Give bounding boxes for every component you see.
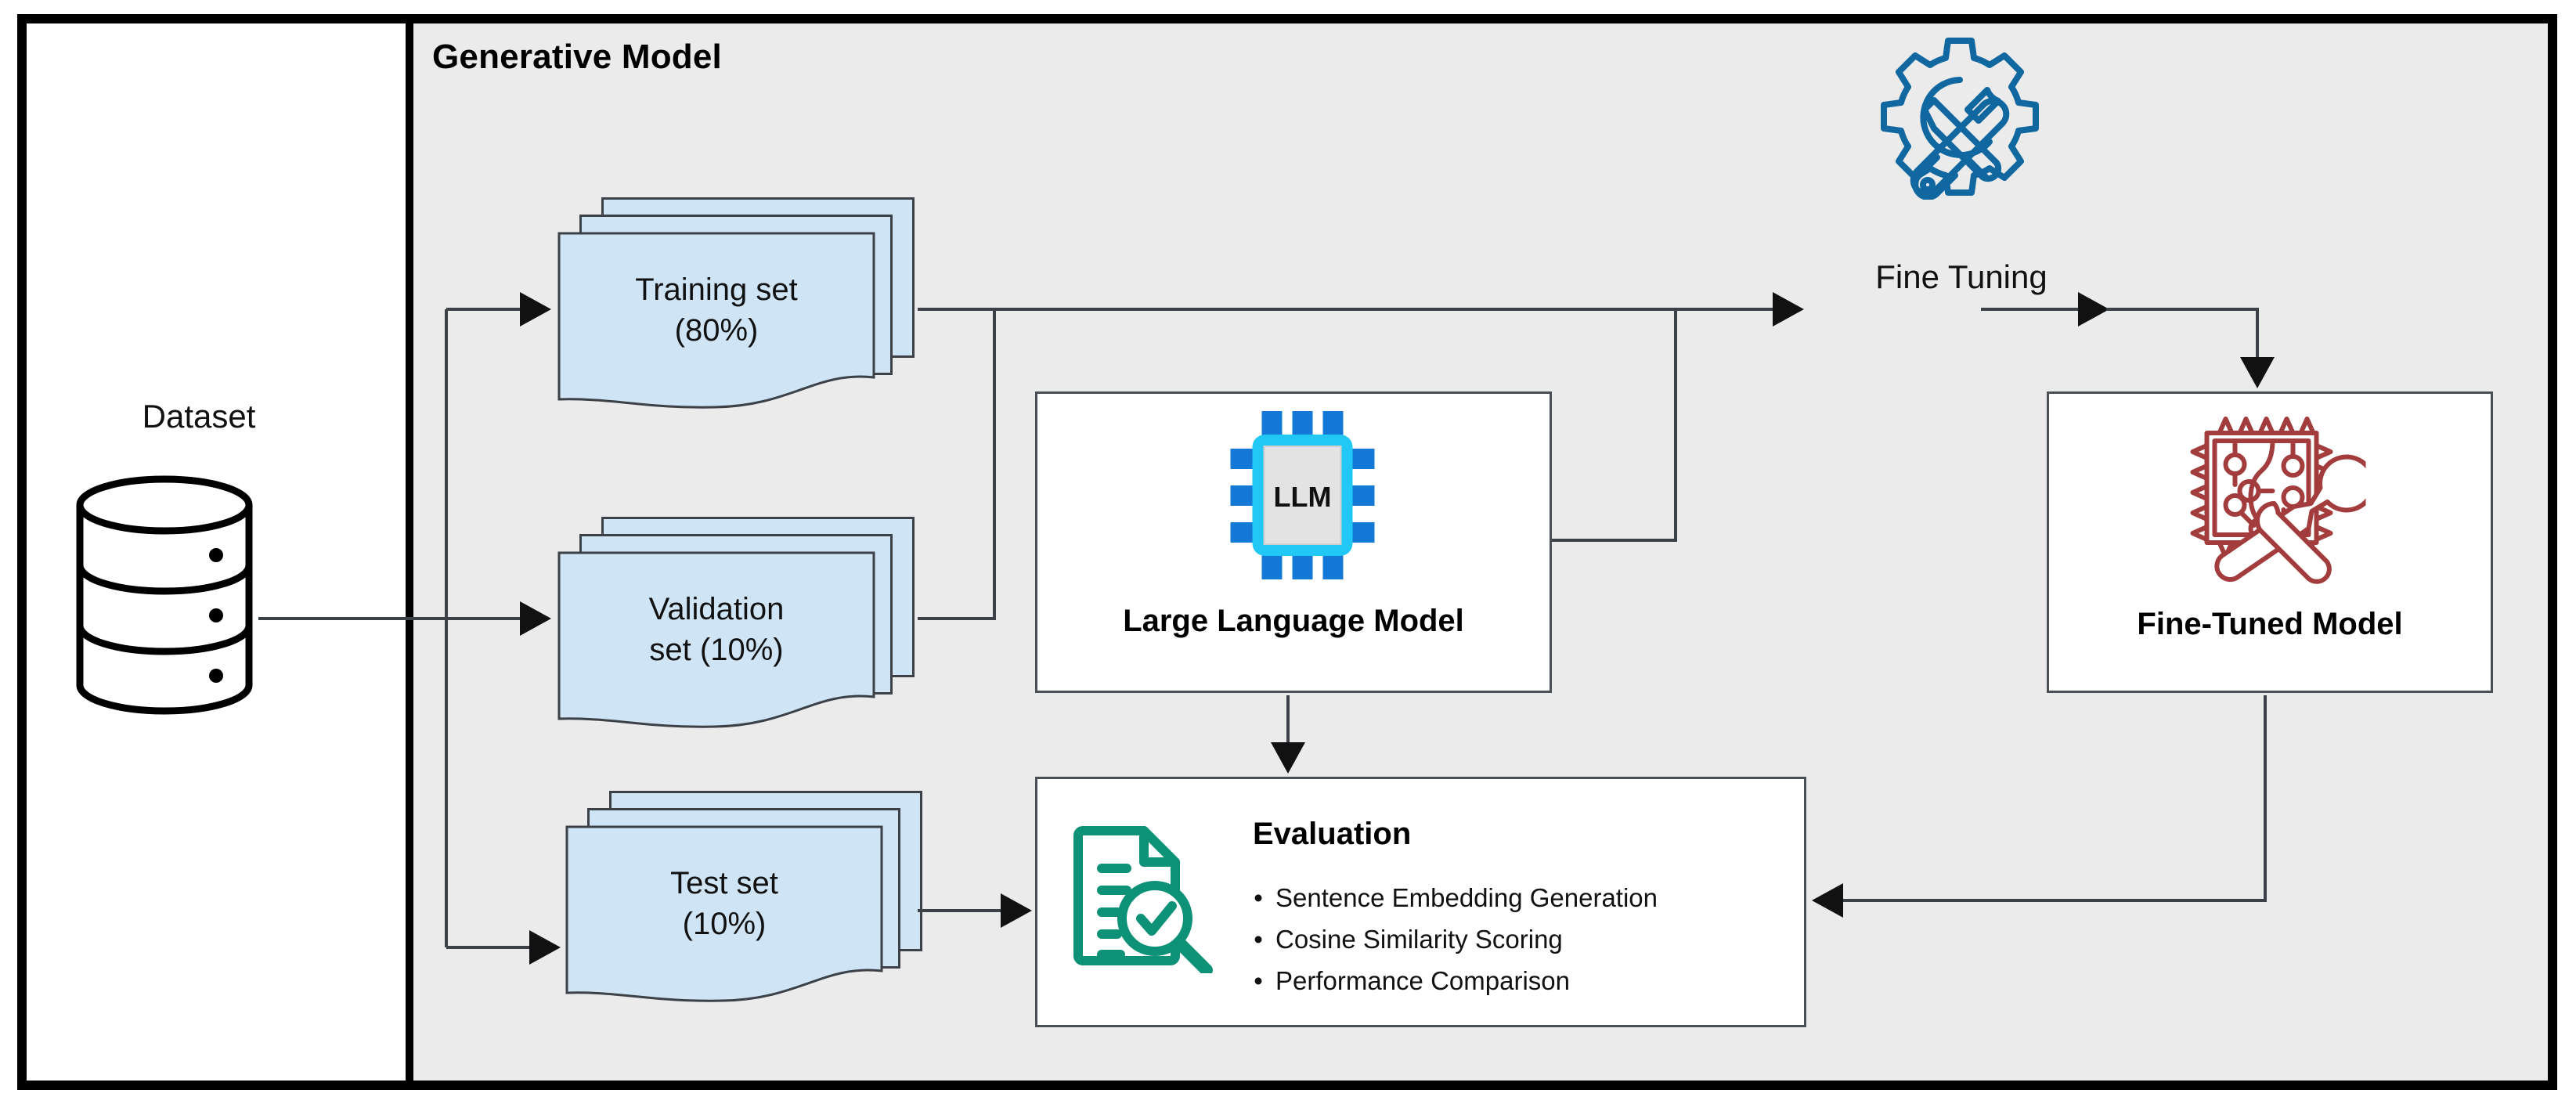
evaluation-bullet-1: Cosine Similarity Scoring — [1275, 924, 1563, 954]
svg-text:LLM: LLM — [1274, 481, 1332, 513]
generative-model-title: Generative Model — [432, 38, 722, 76]
evaluation-bullet-0: Sentence Embedding Generation — [1275, 883, 1658, 912]
cpu-chip-icon: LLM — [1206, 411, 1382, 583]
test-set-line2: (10%) — [682, 907, 767, 941]
gear-wrench-screwdriver-icon — [1873, 31, 2053, 204]
validation-set-text: Validation set (10%) — [557, 551, 875, 708]
stack-sheet-front — [557, 551, 875, 728]
list-item: • Performance Comparison — [1241, 961, 1658, 1002]
fine-tuned-model-caption: Fine-Tuned Model — [2137, 607, 2403, 641]
bullet-icon: • — [1254, 924, 1263, 954]
validation-set-line1: Validation — [648, 592, 785, 626]
validation-set-stack[interactable]: Validation set (10%) — [557, 517, 918, 728]
stack-sheet-front — [557, 232, 875, 409]
evaluation-bullet-2: Performance Comparison — [1275, 965, 1570, 995]
test-set-stack[interactable]: Test set (10%) — [565, 791, 925, 1002]
bullet-icon: • — [1254, 965, 1263, 995]
list-item: • Sentence Embedding Generation — [1241, 878, 1658, 919]
fine-tuning-label: Fine Tuning — [1875, 258, 2047, 295]
evaluation-title: Evaluation — [1253, 817, 1412, 851]
training-set-line1: Training set — [635, 272, 798, 307]
bullet-icon: • — [1254, 883, 1263, 912]
training-set-stack[interactable]: Training set (80%) — [557, 197, 918, 409]
document-magnifier-check-icon — [1069, 817, 1225, 977]
database-cylinder-icon — [70, 474, 258, 716]
tuned-chip-wrench-icon — [2174, 405, 2376, 593]
test-set-line1: Test set — [670, 866, 778, 900]
fine-tuned-model-box[interactable]: Fine-Tuned Model — [2047, 391, 2493, 693]
large-language-model-box[interactable]: LLM Large Language Model — [1035, 391, 1552, 693]
training-set-line2: (80%) — [674, 313, 759, 348]
dataset-label: Dataset — [142, 398, 256, 435]
large-language-model-caption: Large Language Model — [1123, 604, 1464, 638]
stack-sheet-front — [565, 825, 883, 1002]
evaluation-box[interactable]: Evaluation • Sentence Embedding Generatio… — [1035, 777, 1806, 1027]
validation-set-line2: set (10%) — [649, 633, 784, 667]
evaluation-bullet-list: • Sentence Embedding Generation • Cosine S… — [1241, 878, 1658, 1001]
training-set-text: Training set (80%) — [557, 232, 875, 388]
test-set-text: Test set (10%) — [565, 825, 883, 982]
list-item: • Cosine Similarity Scoring — [1241, 919, 1658, 961]
